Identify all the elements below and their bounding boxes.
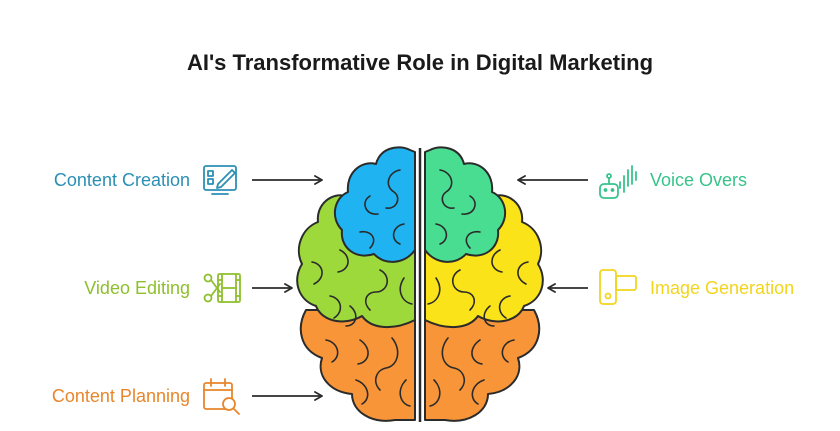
- label-video-editing: Video Editing: [84, 278, 190, 298]
- label-image-generation: Image Generation: [650, 278, 795, 298]
- brain-folds: [311, 169, 529, 407]
- label-content-creation: Content Creation: [53, 170, 190, 190]
- voice-overs-icon: [599, 165, 637, 199]
- label-content-planning: Content Planning: [51, 386, 190, 406]
- content-creation-icon: [203, 165, 237, 195]
- image-generation-icon: [599, 269, 637, 305]
- brain-left-blue: [333, 146, 416, 263]
- label-voice-overs: Voice Overs: [650, 170, 748, 190]
- diagram-title: AI's Transformative Role in Digital Mark…: [186, 50, 654, 75]
- brain-right-orange: [424, 309, 541, 422]
- content-planning-icon: [203, 378, 240, 415]
- arrows: [252, 175, 588, 401]
- brain-left-orange: [299, 309, 416, 422]
- brain-right-green: [424, 146, 507, 263]
- video-editing-icon: [203, 273, 241, 303]
- brain: [296, 146, 544, 422]
